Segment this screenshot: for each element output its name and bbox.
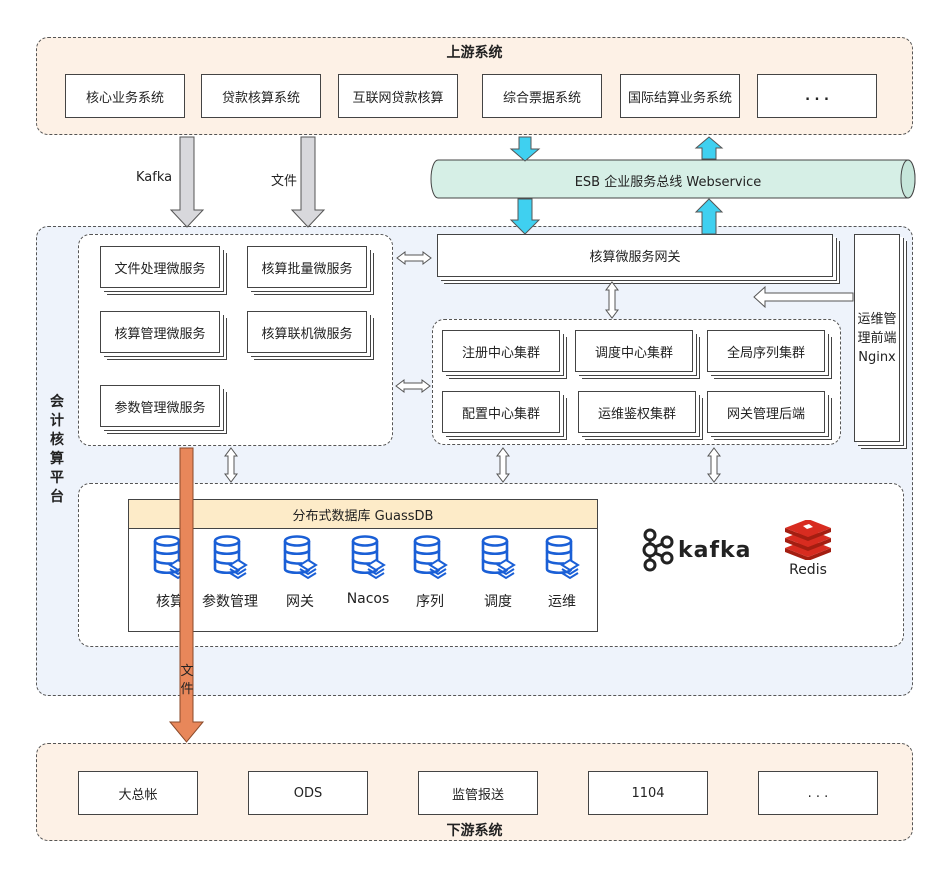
downstream-system-1104[interactable]: 1104 xyxy=(588,771,708,815)
platform-title: 会计核算平台 xyxy=(50,394,64,505)
database-item-label: 运维 xyxy=(548,594,576,610)
redis-logo-text: Redis xyxy=(789,562,827,578)
database-panel: 分布式数据库 GuassDB xyxy=(128,499,598,632)
downstream-system-ledger[interactable]: 大总帐 xyxy=(78,771,198,815)
database-item[interactable]: 调度 xyxy=(471,535,525,611)
database-item-label: 序列 xyxy=(416,594,444,610)
esb-label: ESB 企业服务总线 Webservice xyxy=(574,175,762,190)
file-arrow-lower xyxy=(168,447,205,743)
microservice-cluster-link xyxy=(395,379,431,393)
database-icon xyxy=(413,535,448,580)
database-item[interactable]: 参数管理 xyxy=(202,535,258,611)
database-item-label: 参数管理 xyxy=(202,594,258,610)
database-item-label: Nacos xyxy=(346,591,390,607)
database-icon xyxy=(545,535,580,580)
esb-up-arrow-bottom xyxy=(694,198,724,235)
nginx-gateway-link xyxy=(753,285,854,309)
cluster-config[interactable]: 配置中心集群 xyxy=(442,391,560,433)
microservice-data-link xyxy=(224,447,238,483)
downstream-title: 下游系统 xyxy=(446,823,503,839)
database-item-label: 网关 xyxy=(286,594,314,610)
upstream-system-intl[interactable]: 国际结算业务系统 xyxy=(620,74,740,118)
database-item[interactable]: Nacos xyxy=(341,535,395,607)
redis-icon xyxy=(785,520,831,560)
esb-down-arrow-bottom xyxy=(509,198,541,235)
cluster-data-link-left xyxy=(496,447,510,483)
database-icon xyxy=(213,535,248,580)
esb-down-arrow-top xyxy=(509,136,541,162)
database-item[interactable]: 网关 xyxy=(273,535,327,611)
upstream-system-more[interactable]: . . . xyxy=(757,74,877,118)
upstream-system-loan[interactable]: 贷款核算系统 xyxy=(201,74,321,118)
database-icon xyxy=(351,535,386,580)
database-icon xyxy=(283,535,318,580)
esb-bus[interactable] xyxy=(430,159,916,199)
microservice-gateway-link xyxy=(396,251,432,265)
kafka-logo-text: kafka xyxy=(678,537,752,563)
upstream-title: 上游系统 xyxy=(446,45,503,61)
kafka-link-label: Kafka xyxy=(136,170,173,185)
cluster-gateway-admin[interactable]: 网关管理后端 xyxy=(707,391,825,433)
database-item-label: 调度 xyxy=(484,594,512,610)
redis-logo: Redis xyxy=(778,520,838,582)
upstream-system-internet-loan[interactable]: 互联网贷款核算 xyxy=(338,74,458,118)
esb-up-arrow-top xyxy=(694,136,724,160)
database-items: 核算 参数管理 网关 Nacos 序列 调度 运维 xyxy=(128,535,598,615)
cluster-data-link-right xyxy=(707,447,721,483)
database-item[interactable]: 序列 xyxy=(403,535,457,611)
nginx-box[interactable]: 运维管理前端Nginx xyxy=(854,234,900,442)
database-item-label: 核算 xyxy=(156,594,184,610)
file-arrow-upper xyxy=(290,136,326,228)
microservice-management[interactable]: 核算管理微服务 xyxy=(100,311,220,353)
cluster-registry[interactable]: 注册中心集群 xyxy=(442,330,560,372)
kafka-arrow xyxy=(169,136,205,228)
kafka-icon xyxy=(642,528,674,572)
microservice-file[interactable]: 文件处理微服务 xyxy=(100,246,220,288)
database-icon xyxy=(481,535,516,580)
cluster-auth[interactable]: 运维鉴权集群 xyxy=(578,391,696,433)
gateway-cluster-link xyxy=(605,281,619,319)
file-link-label-upper: 文件 xyxy=(271,174,298,189)
file-link-label-lower: 文件 xyxy=(180,664,194,697)
downstream-system-ods[interactable]: ODS xyxy=(248,771,368,815)
kafka-logo: kafka xyxy=(640,527,760,573)
database-item[interactable]: 运维 xyxy=(535,535,589,611)
microservice-online[interactable]: 核算联机微服务 xyxy=(247,311,367,353)
upstream-system-core[interactable]: 核心业务系统 xyxy=(65,74,185,118)
upstream-system-bill[interactable]: 综合票据系统 xyxy=(482,74,602,118)
downstream-system-regulatory[interactable]: 监管报送 xyxy=(418,771,538,815)
gateway-box[interactable]: 核算微服务网关 xyxy=(437,234,833,277)
cluster-sequence[interactable]: 全局序列集群 xyxy=(707,330,825,372)
downstream-system-more[interactable]: . . . xyxy=(758,771,878,815)
database-title: 分布式数据库 GuassDB xyxy=(129,500,597,529)
microservice-param[interactable]: 参数管理微服务 xyxy=(100,385,220,427)
cluster-scheduler[interactable]: 调度中心集群 xyxy=(575,330,693,372)
microservice-batch[interactable]: 核算批量微服务 xyxy=(247,246,367,288)
nginx-label: 运维管理前端Nginx xyxy=(857,311,897,365)
